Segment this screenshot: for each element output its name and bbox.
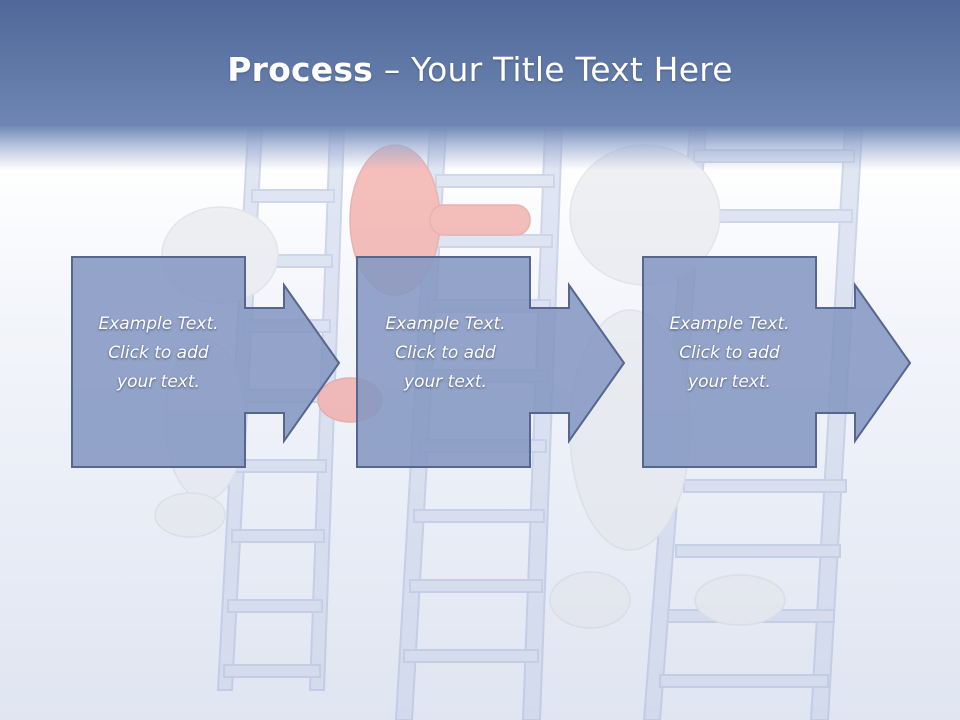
step-line: your text.: [404, 372, 487, 392]
title-bold: Process: [227, 50, 374, 89]
step-text-2[interactable]: Example Text. Click to add your text.: [358, 310, 533, 397]
climbing-figure: [154, 144, 786, 629]
step-line: Click to add: [108, 343, 209, 363]
title-rest: – Your Title Text Here: [373, 50, 733, 89]
step-line: Example Text.: [385, 314, 506, 334]
step-text-1[interactable]: Example Text. Click to add your text.: [71, 310, 246, 397]
process-step-1[interactable]: Example Text. Click to add your text.: [71, 256, 411, 468]
step-line: Example Text.: [669, 314, 790, 334]
slide-title[interactable]: Process – Your Title Text Here: [0, 50, 960, 89]
process-step-2[interactable]: Example Text. Click to add your text.: [356, 256, 696, 468]
process-step-3[interactable]: Example Text. Click to add your text.: [642, 256, 960, 468]
arrow-right-icon: [642, 256, 912, 468]
title-bar: [0, 0, 960, 170]
step-line: your text.: [117, 372, 200, 392]
arrow-right-icon: [71, 256, 341, 468]
step-line: Click to add: [679, 343, 780, 363]
step-line: Example Text.: [98, 314, 219, 334]
step-text-3[interactable]: Example Text. Click to add your text.: [642, 310, 817, 397]
arrow-right-icon: [356, 256, 626, 468]
step-line: Click to add: [395, 343, 496, 363]
step-line: your text.: [688, 372, 771, 392]
